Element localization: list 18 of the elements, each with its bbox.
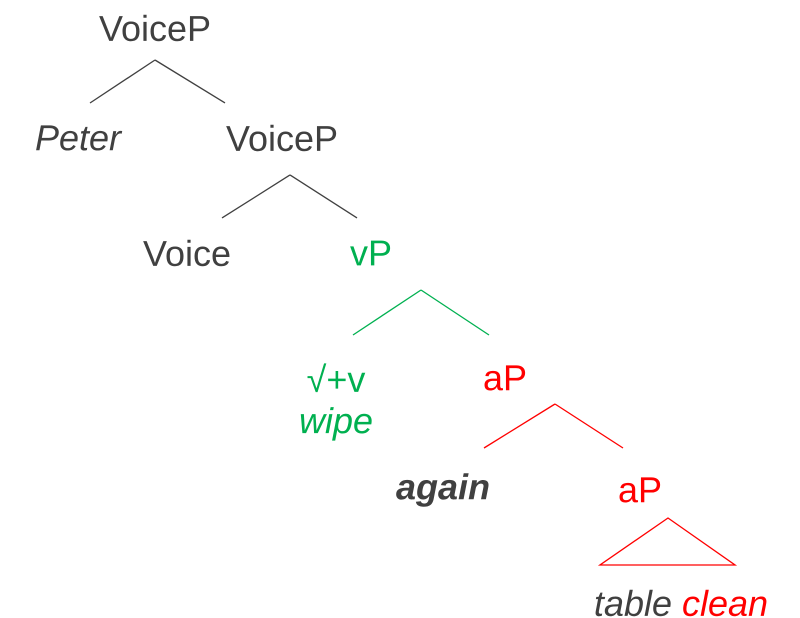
tree-label: VoiceP: [226, 124, 336, 152]
tree-label: vP: [350, 240, 390, 266]
tree-branch: [484, 403, 556, 449]
tree-branch: [554, 403, 624, 449]
tree-label: Voice: [143, 240, 230, 266]
tree-label: Peter: [36, 125, 122, 151]
tree-label: again: [396, 473, 489, 507]
tree-branch: [290, 174, 358, 219]
tree-label: aP: [620, 477, 660, 503]
tree-label: table clean: [596, 590, 766, 616]
tree-branch: [222, 174, 290, 219]
tree-branch: [154, 59, 226, 104]
tree-label: VoiceP: [99, 14, 210, 42]
tree-branch: [352, 289, 422, 336]
tree-branch: [420, 289, 490, 336]
tree-label: aP: [484, 365, 526, 391]
tree-branch: [90, 59, 156, 104]
tree-label: √+v wipe: [300, 363, 372, 441]
